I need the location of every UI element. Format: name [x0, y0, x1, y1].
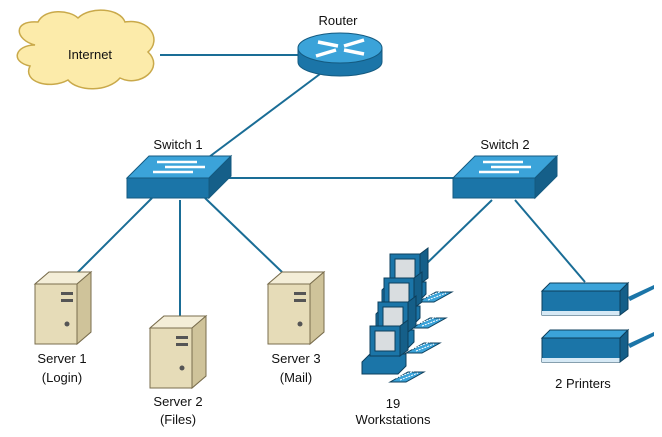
server-1-role: (Login): [42, 370, 82, 385]
printers-label: 2 Printers: [555, 376, 611, 391]
server-3-role: (Mail): [280, 370, 313, 385]
server-icon: [149, 315, 207, 389]
switch-icon: [451, 154, 559, 200]
workstations-label: Workstations: [356, 412, 431, 427]
workstations: 19 Workstations: [356, 247, 453, 427]
workstations-count: 19: [386, 396, 400, 411]
server-1-label: Server 1: [37, 351, 86, 366]
workstation-icon: [361, 247, 453, 383]
link-router-switch1: [204, 73, 321, 161]
printer-icon: [541, 282, 655, 316]
link-switch2-printers: [514, 199, 586, 283]
printer-icon: [541, 329, 655, 363]
server-icon: [267, 271, 325, 345]
router-label: Router: [318, 13, 358, 28]
server-icon: [34, 271, 92, 345]
internet-label: Internet: [68, 47, 112, 62]
switch-2-label: Switch 2: [480, 137, 529, 152]
internet-cloud: Internet: [16, 9, 155, 90]
link-switch1-server3: [204, 197, 283, 273]
cloud-icon: [16, 9, 155, 90]
link-switch2-workstations: [421, 199, 493, 269]
server-2-label: Server 2: [153, 394, 202, 409]
router-icon: [297, 32, 383, 77]
server-3-label: Server 3: [271, 351, 320, 366]
switch-1-label: Switch 1: [153, 137, 202, 152]
printers: 2 Printers: [541, 282, 655, 391]
link-switch1-server1: [69, 197, 153, 281]
server-2-role: (Files): [160, 412, 196, 427]
server-1: Server 1 (Login): [34, 271, 92, 385]
server-2: Server 2 (Files): [149, 315, 207, 427]
server-3: Server 3 (Mail): [267, 271, 325, 385]
switch-icon: [125, 154, 233, 200]
router: Router: [297, 13, 383, 77]
switch-1: Switch 1: [125, 137, 233, 200]
switch-2: Switch 2: [451, 137, 559, 200]
